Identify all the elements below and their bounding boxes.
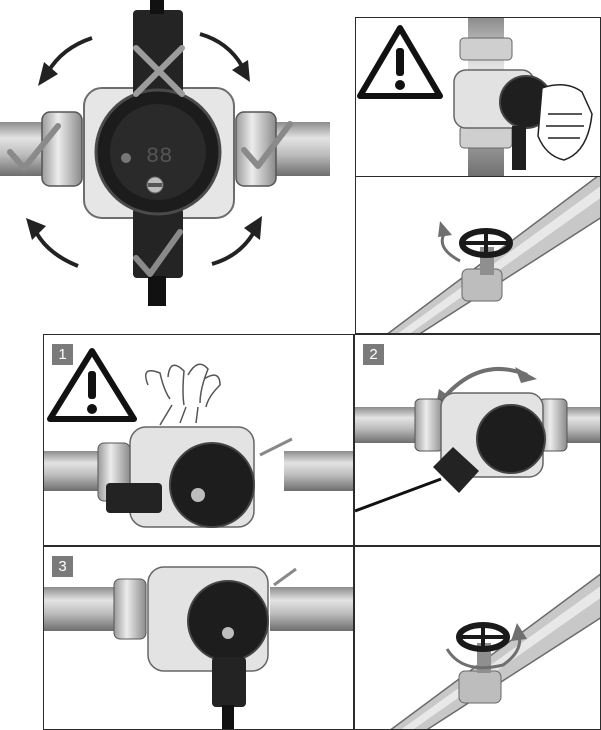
- pump-display: 88: [146, 144, 172, 169]
- cable-box: [106, 483, 162, 513]
- cable-top: [150, 0, 164, 14]
- pipe-right: [284, 451, 353, 491]
- checkmark-icon: [241, 121, 293, 169]
- pump-face: [187, 580, 269, 662]
- cable-bottom: [148, 276, 166, 306]
- cable-box: [212, 657, 246, 707]
- rotate-arrow-icon: [445, 634, 522, 670]
- valve-wheel-icon: [456, 622, 510, 652]
- step-badge-3: 3: [52, 556, 73, 577]
- pump-orientation-figure: 88: [0, 0, 330, 330]
- cross-icon: [133, 45, 185, 97]
- step-badge-2: 2: [363, 344, 384, 365]
- panel-hot-warning: [355, 17, 601, 177]
- hand-icon: [537, 84, 593, 161]
- checkmark-icon: [133, 229, 183, 277]
- rotate-arrow-icon: [211, 230, 256, 266]
- union-nut-left: [41, 111, 83, 187]
- panel-valve-open: [355, 176, 601, 334]
- cable-box: [433, 447, 479, 493]
- rotate-arrow-icon: [199, 32, 244, 68]
- cable-box-top: [133, 10, 183, 100]
- cable: [355, 477, 442, 513]
- pump-face: [169, 442, 255, 528]
- checkmark-icon: [7, 123, 61, 171]
- panel-step-1: 1: [43, 334, 354, 546]
- union-nut-right: [235, 111, 277, 187]
- valve-wheel-icon: [459, 228, 513, 258]
- pipe-left: [355, 407, 425, 443]
- warning-triangle-icon: [47, 348, 137, 422]
- panel-step-3: 3: [43, 546, 354, 730]
- pipe-right: [270, 587, 353, 631]
- water-spray-icon: [145, 363, 221, 426]
- rotate-arrow-icon: [34, 230, 79, 268]
- diagonal-pipe: [390, 573, 600, 729]
- pump-face: [476, 404, 546, 474]
- warning-triangle-icon: [357, 25, 443, 99]
- cable: [222, 705, 234, 729]
- panel-valve-close: [354, 546, 601, 730]
- step-badge-1: 1: [52, 344, 73, 365]
- panel-step-2: 2: [354, 334, 601, 546]
- cable-box-bottom: [133, 208, 183, 278]
- rotate-arrow-icon: [46, 36, 93, 74]
